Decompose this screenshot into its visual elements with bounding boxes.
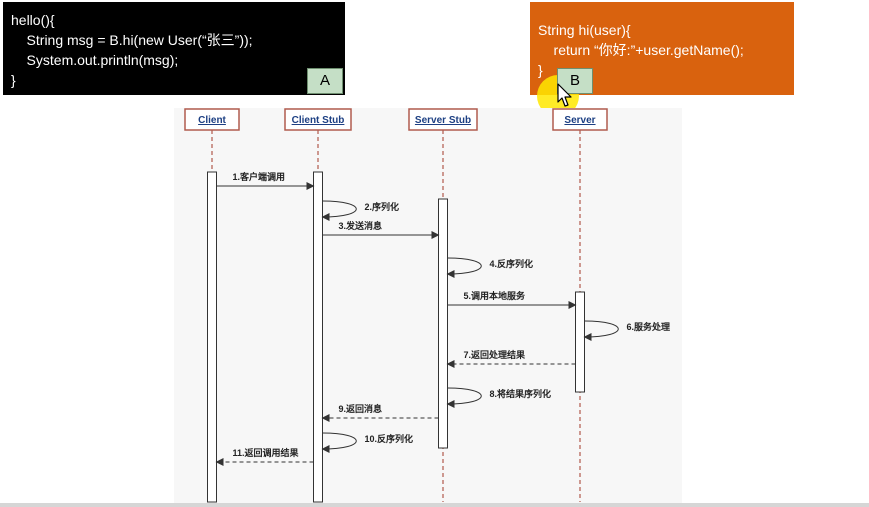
code-snippet-b: String hi(user){ return “你好:”+user.getNa… <box>530 2 794 95</box>
message-label: 4.反序列化 <box>490 258 534 269</box>
self-message-arrow <box>446 257 482 278</box>
mouse-pointer-icon <box>557 83 572 107</box>
message-label: 10.反序列化 <box>365 433 414 444</box>
lane-box <box>284 108 352 131</box>
lane-box <box>552 108 608 131</box>
self-message-arrow <box>321 432 357 453</box>
message-label: 1.客户端调用 <box>233 171 286 182</box>
message-label: 8.将结果序列化 <box>490 388 552 399</box>
lane-box <box>184 108 240 131</box>
message-label: 6.服务处理 <box>627 321 671 332</box>
code-line: String msg = B.hi(new User(“张三”)); <box>11 32 253 48</box>
activation-bar <box>438 198 448 449</box>
code-snippet-a: hello(){ String msg = B.hi(new User(“张三”… <box>3 2 345 95</box>
code-line: String hi(user){ <box>538 22 631 38</box>
self-message-arrow <box>446 387 482 408</box>
message-label: 5.调用本地服务 <box>464 290 527 301</box>
message-label: 11.返回调用结果 <box>233 447 300 458</box>
code-line: } <box>538 62 543 78</box>
activation-bar <box>575 291 585 393</box>
horizontal-scrollbar[interactable] <box>0 503 869 507</box>
lane-box <box>408 108 478 131</box>
lane-label: Server <box>564 115 595 126</box>
message-label: 7.返回处理结果 <box>464 349 527 360</box>
lane-label: Client Stub <box>292 115 345 126</box>
self-message-arrow <box>321 200 357 221</box>
tag-a-box[interactable]: A <box>307 68 343 94</box>
activation-bar <box>207 171 217 503</box>
activation-bar <box>313 171 323 503</box>
self-message-arrow <box>583 320 619 341</box>
lane-label: Client <box>198 115 226 126</box>
lane-label: Server Stub <box>415 115 471 126</box>
message-label: 3.发送消息 <box>339 220 383 231</box>
code-line: } <box>11 72 16 88</box>
message-label: 9.返回消息 <box>339 403 383 414</box>
sequence-diagram-area <box>174 108 682 505</box>
message-label: 2.序列化 <box>365 201 400 212</box>
code-line: hello(){ <box>11 12 55 28</box>
code-line: System.out.println(msg); <box>11 52 179 68</box>
code-line: return “你好:”+user.getName(); <box>538 42 744 58</box>
